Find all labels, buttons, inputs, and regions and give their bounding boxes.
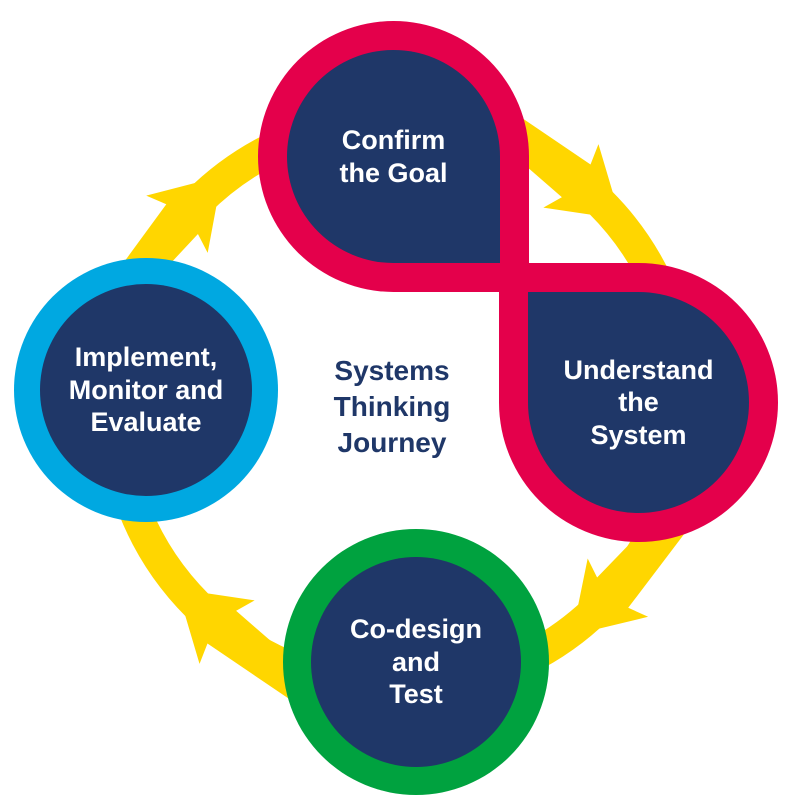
node-label: Confirm the Goal (339, 125, 448, 188)
node-understand-the-system: Understand the System (499, 263, 778, 542)
node-label: Co-design and Test (350, 614, 482, 710)
node-implement-monitor-and-evaluate: Implement, Monitor and Evaluate (14, 258, 278, 522)
node-label: Implement, Monitor and Evaluate (68, 342, 224, 438)
node-co-design-and-test: Co-design and Test (283, 529, 549, 795)
node-implement-monitor-and-evaluate-fill (40, 284, 252, 496)
node-confirm-the-goal: Confirm the Goal (258, 21, 529, 292)
diagram-title: Systems Thinking Journey (333, 355, 451, 458)
node-understand-the-system-fill (528, 292, 749, 513)
node-co-design-and-test-fill (311, 557, 521, 767)
node-confirm-the-goal-fill (287, 50, 500, 263)
node-label: Understand the System (563, 354, 714, 450)
